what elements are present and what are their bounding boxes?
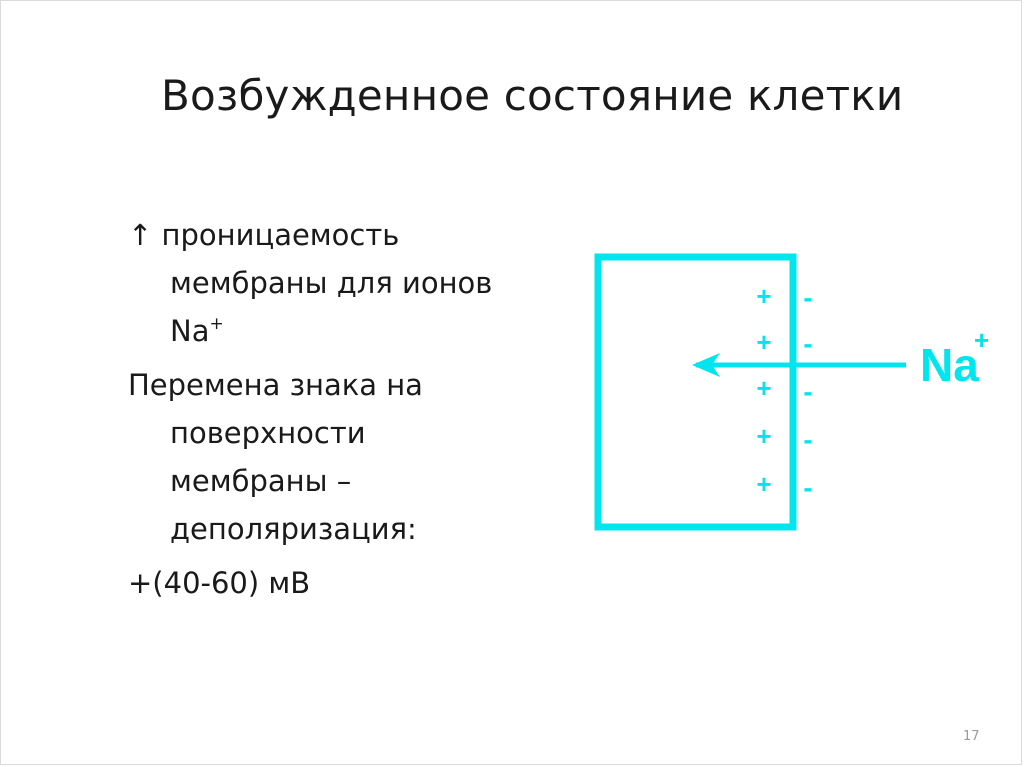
slide-title: Возбужденное состояние клетки — [161, 71, 904, 120]
diagram-ion-label: Na — [920, 339, 979, 391]
permeability-bullet: ↑ проницаемость — [128, 211, 568, 259]
sign-change-line-3: мембраны – — [170, 464, 352, 498]
page-number: 17 — [963, 729, 980, 744]
sign-change-line-1: Перемена знака на — [128, 368, 423, 402]
permeability-line-2: мембраны для ионов — [170, 266, 493, 300]
inner-charge: + — [756, 373, 771, 403]
outer-charge: - — [803, 328, 812, 359]
membrane-diagram: + + + + + - - - - - Na + — [594, 253, 989, 531]
outer-charge: - — [803, 376, 812, 407]
outer-charge: - — [803, 472, 812, 503]
permeability-ion: Na+ — [128, 307, 568, 355]
voltage-value: +(40-60) мВ — [128, 566, 311, 600]
inner-charge: + — [756, 469, 771, 499]
diagram-ion-charge: + — [974, 325, 989, 355]
sodium-ion-symbol: Na — [170, 314, 210, 348]
slide-body: ↑ проницаемость мембраны для ионов Na+ П… — [128, 211, 568, 607]
inner-charge: + — [756, 281, 771, 311]
sign-change-line-2: поверхности — [170, 416, 366, 450]
inner-charge: + — [756, 327, 771, 357]
sign-change-line-4: деполяризация: — [170, 512, 417, 546]
inner-charge: + — [756, 421, 771, 451]
ion-flow-arrowhead-icon — [692, 353, 720, 377]
up-arrow-icon: ↑ — [128, 218, 153, 252]
sodium-ion-charge: + — [209, 314, 224, 334]
permeability-line-1: проницаемость — [161, 218, 400, 252]
outer-charge: - — [803, 424, 812, 455]
cell-membrane-box — [594, 253, 797, 531]
outer-charge: - — [803, 282, 812, 313]
